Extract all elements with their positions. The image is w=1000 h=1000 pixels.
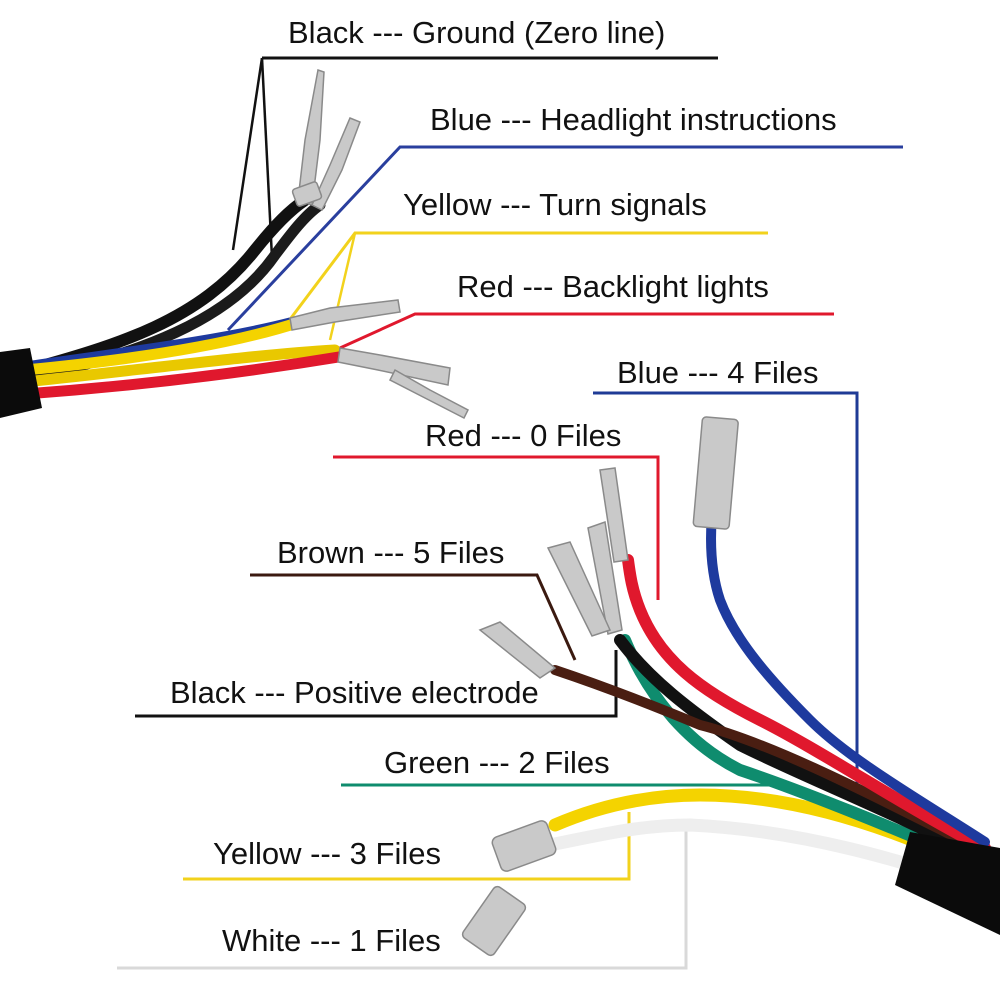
leader-black-positive	[135, 650, 618, 718]
label-blue-4-files: Blue --- 4 Files	[617, 355, 819, 390]
label-white-1-files: White --- 1 Files	[222, 923, 441, 958]
lower-wire-red	[622, 554, 991, 854]
lower-sheath	[895, 832, 1000, 935]
label-blue-headlight: Blue --- Headlight instructions	[430, 102, 837, 137]
upper-wire-red	[19, 350, 351, 400]
label-yellow-3-files: Yellow --- 3 Files	[213, 836, 441, 871]
terminal-yellow-3	[491, 820, 557, 872]
leader-brown-5	[250, 573, 577, 661]
upper-harness	[0, 194, 351, 418]
terminal-red-mid	[337, 347, 451, 386]
upper-terminals	[289, 69, 469, 420]
terminal-blue-4	[692, 416, 739, 530]
lower-terminals	[461, 416, 739, 957]
upper-wire-yellow-a	[19, 316, 306, 376]
terminal-black-top-b	[311, 117, 361, 212]
label-brown-5-files: Brown --- 5 Files	[277, 535, 505, 570]
terminal-yellow-mid	[289, 299, 401, 331]
label-red-backlight: Red --- Backlight lights	[457, 269, 769, 304]
terminal-red-0	[599, 467, 629, 563]
leader-blue-4	[593, 391, 859, 802]
lower-wire-brown	[550, 665, 990, 857]
label-green-2-files: Green --- 2 Files	[384, 745, 610, 780]
terminal-green-2	[587, 520, 623, 635]
lower-harness	[543, 510, 1000, 935]
leader-red-0	[333, 455, 660, 600]
terminal-red-tip	[388, 368, 469, 420]
terminal-brown-5	[478, 621, 557, 679]
lower-wire-black	[614, 634, 991, 866]
leader-blue-headlight	[226, 145, 903, 332]
label-black-ground: Black --- Ground (Zero line)	[288, 15, 666, 50]
label-red-0-files: Red --- 0 Files	[425, 418, 622, 453]
leader-red-backlight	[339, 312, 834, 350]
lower-wire-blue	[705, 510, 990, 847]
upper-wire-yellow-b	[19, 344, 341, 388]
leader-black-ground-branch-a	[231, 57, 264, 251]
upper-sheath	[0, 348, 42, 418]
label-black-positive: Black --- Positive electrode	[170, 675, 539, 710]
terminal-crimp-black	[291, 181, 323, 207]
terminal-white-1	[461, 885, 527, 957]
terminal-black-pos	[546, 541, 612, 637]
label-yellow-turn: Yellow --- Turn signals	[403, 187, 707, 222]
leader-white-1	[117, 830, 688, 970]
